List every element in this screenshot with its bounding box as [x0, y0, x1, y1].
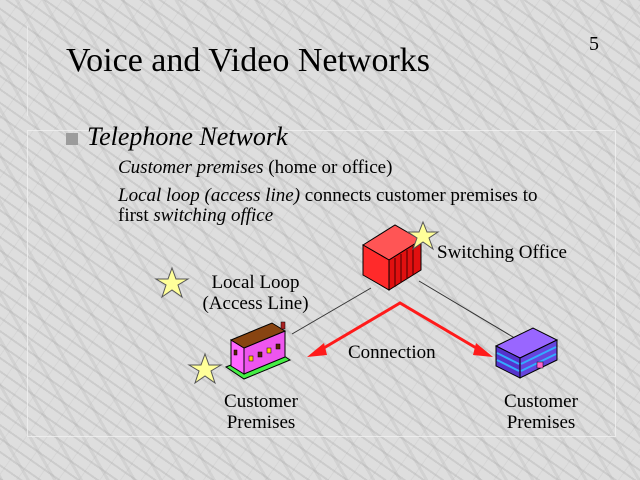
sub-item-customer-premises: Customer premises (home or office) — [118, 157, 392, 179]
sub-item-italic: Local loop (access line) — [118, 185, 301, 206]
sub-item-italic: switching office — [153, 205, 274, 226]
local-loop-line-left — [291, 287, 372, 335]
sub-item-text: connects customer premises to — [300, 185, 538, 206]
bullet-square-icon — [66, 133, 78, 145]
arrowhead-left-icon — [307, 343, 327, 357]
slide-title: Voice and Video Networks — [66, 42, 431, 79]
local-loop-line-right — [418, 280, 519, 341]
house-icon — [224, 321, 292, 380]
page-number: 5 — [589, 33, 599, 55]
star-icon — [154, 266, 190, 299]
local-loop-label-line2: (Access Line) — [202, 293, 309, 314]
content-frame — [27, 130, 616, 437]
left-premises-line1: Customer — [224, 391, 298, 412]
arrowhead-right-icon — [473, 343, 493, 357]
local-loop-label-line1: Local Loop — [211, 272, 300, 293]
switching-office-icon — [362, 224, 422, 291]
sub-item-italic: Customer premises — [118, 157, 264, 178]
sub-item-local-loop: Local loop (access line) connects custom… — [118, 185, 537, 207]
switching-office-label: Switching Office — [437, 242, 567, 263]
right-premises-line2: Premises — [506, 412, 576, 433]
right-premises-line1: Customer — [504, 391, 578, 412]
bullet-telephone-network: Telephone Network — [87, 122, 288, 151]
star-icon — [187, 352, 223, 385]
sub-item-text: (home or office) — [263, 157, 393, 178]
sub-item-text: first — [118, 205, 154, 226]
left-premises-label: Customer Premises — [211, 391, 311, 433]
connection-label: Connection — [348, 342, 436, 363]
local-loop-label: Local Loop (Access Line) — [193, 272, 318, 314]
office-building-icon — [494, 327, 559, 379]
star-icon — [406, 220, 440, 251]
title-frame — [27, 26, 615, 116]
sub-item-switching-office: first switching office — [118, 205, 273, 227]
right-premises-label: Customer Premises — [491, 391, 591, 433]
left-premises-line2: Premises — [226, 412, 296, 433]
connection-arrow — [307, 301, 493, 357]
